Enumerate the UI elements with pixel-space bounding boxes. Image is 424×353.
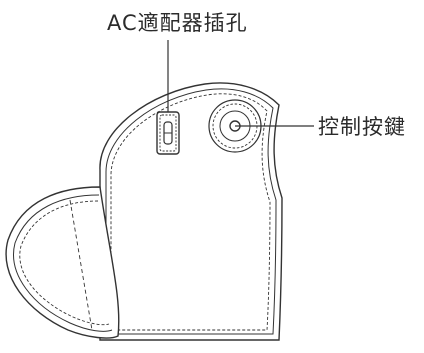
ac-port-label: AC適配器插孔 [107, 11, 248, 35]
body-inner-outline [105, 88, 277, 335]
strap-stitching [19, 200, 110, 326]
strap-outline [5, 186, 120, 339]
ac-port [156, 111, 180, 155]
control-button-label: 控制按鍵 [318, 115, 406, 139]
strap-inner-outline [13, 194, 113, 332]
body-stitching [110, 93, 271, 331]
strap-fold-line [69, 199, 93, 331]
